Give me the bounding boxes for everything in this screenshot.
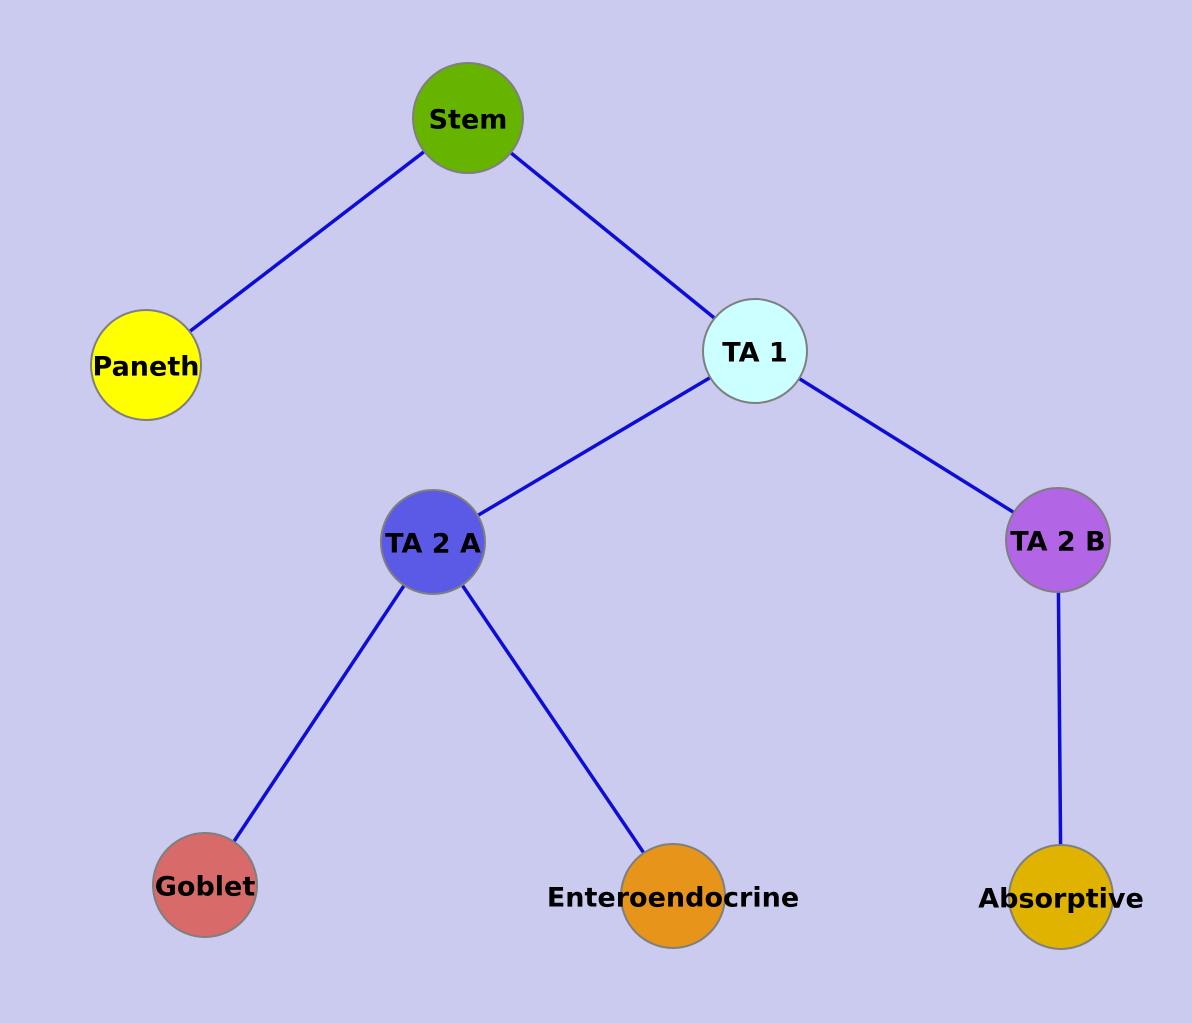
edge-ta2b-absorptive [1056, 539, 1063, 898]
node-circle-ta1[interactable] [702, 298, 808, 404]
edge-ta2a-enteroendocrine [431, 541, 675, 897]
edge-ta1-ta2a [432, 349, 756, 544]
edge-ta2a-goblet [203, 541, 435, 886]
node-circle-absorptive[interactable] [1008, 844, 1114, 950]
node-circle-stem[interactable] [412, 62, 524, 174]
edge-stem-paneth [144, 116, 470, 367]
node-circle-goblet[interactable] [152, 832, 258, 938]
edges-layer [144, 116, 1063, 898]
node-stem[interactable]: Stem [412, 62, 524, 174]
node-ta2a[interactable]: TA 2 A [380, 489, 486, 595]
node-ta2b[interactable]: TA 2 B [1005, 487, 1111, 593]
node-paneth[interactable]: Paneth [90, 309, 202, 421]
edge-ta1-ta2b [754, 349, 1059, 542]
node-circle-ta2a[interactable] [380, 489, 486, 595]
node-goblet[interactable]: Goblet [152, 832, 258, 938]
node-circle-ta2b[interactable] [1005, 487, 1111, 593]
node-circle-paneth[interactable] [90, 309, 202, 421]
node-ta1[interactable]: TA 1 [702, 298, 808, 404]
node-circle-enteroendocrine[interactable] [620, 843, 726, 949]
edge-stem-ta1 [466, 116, 757, 353]
